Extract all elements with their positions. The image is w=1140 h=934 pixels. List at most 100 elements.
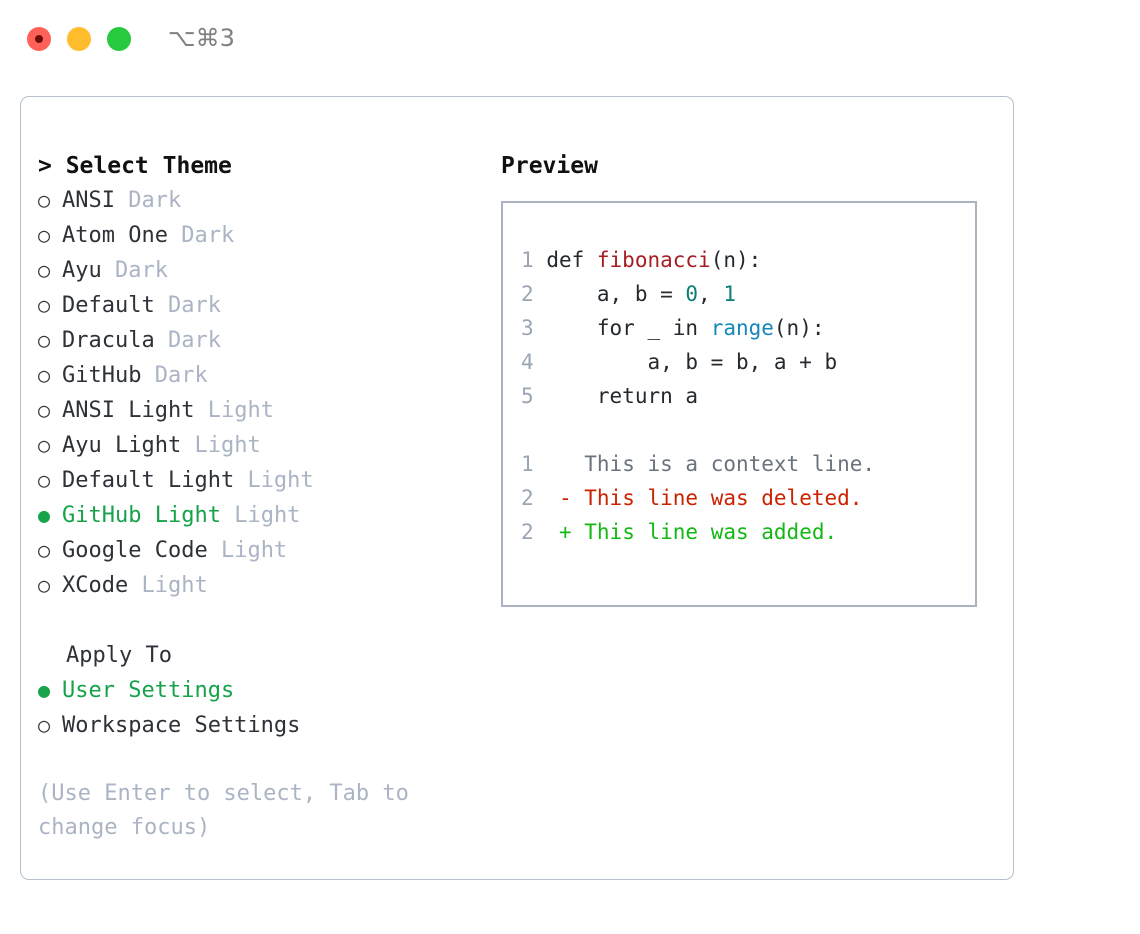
theme-option[interactable]: ○Default Dark — [38, 288, 488, 323]
code-line-number: 2 — [521, 282, 534, 306]
theme-option-name: Google Code — [62, 538, 208, 563]
apply-to-option[interactable]: ○ Workspace Settings — [38, 708, 488, 743]
preview-spacer — [521, 413, 975, 447]
code-token-num: 0 — [685, 282, 699, 306]
minimize-window-icon[interactable] — [67, 27, 91, 51]
radio-unselected-icon: ○ — [38, 573, 51, 597]
theme-option[interactable]: ○ ANSI Dark — [38, 183, 488, 218]
theme-option[interactable]: ○ GitHub Dark — [38, 358, 488, 393]
theme-option-name: Default Light — [62, 468, 235, 493]
spacer — [155, 324, 168, 358]
theme-list: ○ANSI Dark○Atom One Dark○Ayu Dark○Defaul… — [38, 183, 488, 603]
radio-unselected-icon: ○ — [38, 258, 51, 282]
theme-option[interactable]: ○ XCode Light — [38, 568, 488, 603]
radio-unselected-icon: ○ — [38, 223, 51, 247]
gutter-space — [534, 520, 559, 544]
radio-unselected-icon: ○ — [38, 363, 51, 387]
code-token-num: 1 — [723, 282, 736, 306]
close-window-icon[interactable] — [27, 27, 51, 51]
code-line: 5 return a — [521, 379, 975, 413]
spacer — [155, 289, 168, 323]
diff-text: This line was added. — [584, 520, 838, 544]
radio-unselected-icon: ○ — [38, 433, 51, 457]
theme-panel-heading: > Select Theme — [38, 153, 232, 179]
diff-line-ctx: 1 This is a context line. — [521, 447, 975, 481]
code-line-number: 3 — [521, 316, 534, 340]
code-line-number: 4 — [521, 350, 534, 374]
theme-variant-tag: Light — [141, 573, 208, 598]
keyboard-shortcut-label: ⌥⌘3 — [168, 24, 235, 52]
sign-space — [572, 452, 585, 476]
diff-line-number: 2 — [521, 520, 534, 544]
code-token-plain: (n): — [710, 248, 762, 272]
diff-line-del: 2 - This line was deleted. — [521, 481, 975, 515]
diff-line-number: 1 — [521, 452, 534, 476]
radio-unselected-icon: ○ — [38, 713, 51, 737]
keyboard-hint-text: (Use Enter to select, Tab to change focu… — [38, 781, 409, 840]
apply-to-option-label: User Settings — [62, 678, 235, 703]
code-token-plain: for _ in — [546, 316, 711, 340]
theme-option[interactable]: ○Ayu Light Light — [38, 428, 488, 463]
theme-variant-tag: Light — [234, 503, 301, 528]
diff-sign: + — [558, 520, 572, 544]
code-line: 4 a, b = b, a + b — [521, 345, 975, 379]
theme-option-name: XCode — [62, 573, 129, 598]
diff-sample: 1 This is a context line.2 - This line w… — [521, 447, 975, 549]
code-line: 3 for _ in range(n): — [521, 311, 975, 345]
apply-to-option-label: Workspace Settings — [62, 713, 301, 738]
radio-unselected-icon: ○ — [38, 538, 51, 562]
maximize-window-icon[interactable] — [107, 27, 131, 51]
sign-space — [572, 520, 585, 544]
spacer — [221, 499, 234, 533]
preview-heading: Preview — [501, 153, 598, 179]
window-titlebar: ⌥⌘3 — [0, 0, 1140, 76]
apply-to-option[interactable]: ●User Settings — [38, 673, 488, 708]
theme-selector-column: > Select Theme ○ANSI Dark○Atom One Dark○… — [38, 149, 488, 845]
spacer — [168, 219, 181, 253]
spacer — [115, 184, 128, 218]
theme-option-name: Atom One — [62, 223, 168, 248]
diff-text: This is a context line. — [584, 452, 876, 476]
diff-sign: - — [558, 486, 572, 510]
theme-option[interactable]: ●GitHub Light Light — [38, 498, 488, 533]
main-panel: > Select Theme ○ANSI Dark○Atom One Dark○… — [20, 96, 1014, 880]
radio-selected-icon: ● — [38, 503, 51, 527]
radio-unselected-icon: ○ — [38, 293, 51, 317]
theme-option[interactable]: ○Ayu Dark — [38, 253, 488, 288]
theme-variant-tag: Dark — [128, 188, 182, 213]
radio-unselected-icon: ○ — [38, 398, 51, 422]
spacer — [181, 429, 194, 463]
theme-option[interactable]: ○ Google Code Light — [38, 533, 488, 568]
code-token-plain: (n): — [773, 316, 825, 340]
theme-option[interactable]: ○Dracula Dark — [38, 323, 488, 358]
code-token-call: range — [710, 316, 774, 340]
code-line-number: 1 — [521, 248, 534, 272]
radio-unselected-icon: ○ — [38, 328, 51, 352]
theme-variant-tag: Light — [220, 538, 288, 563]
theme-variant-tag: Dark — [154, 363, 208, 388]
theme-option[interactable]: ○Atom One Dark — [38, 218, 488, 253]
theme-option-name: ANSI — [62, 188, 115, 213]
spacer — [141, 359, 154, 393]
code-line-number: 5 — [521, 384, 534, 408]
gutter-space — [534, 350, 547, 374]
gutter-space — [534, 384, 547, 408]
code-token-plain: def — [546, 248, 597, 272]
gutter-space — [534, 282, 547, 306]
theme-option-name: Default — [62, 293, 155, 318]
gutter-space — [534, 248, 547, 272]
diff-line-add: 2 + This line was added. — [521, 515, 975, 549]
theme-option-name: GitHub — [62, 363, 142, 388]
theme-variant-tag: Light — [247, 468, 314, 493]
apply-to-options: ●User Settings ○ Workspace Settings — [38, 673, 488, 743]
theme-variant-tag: Light — [194, 433, 261, 458]
theme-option[interactable]: ○Default Light Light — [38, 463, 488, 498]
theme-option[interactable]: ○ANSI Light Light — [38, 393, 488, 428]
theme-variant-tag: Dark — [167, 328, 221, 353]
diff-line-number: 2 — [521, 486, 534, 510]
radio-unselected-icon: ○ — [38, 188, 51, 212]
sign-space — [572, 486, 585, 510]
theme-variant-tag: Dark — [115, 258, 168, 283]
